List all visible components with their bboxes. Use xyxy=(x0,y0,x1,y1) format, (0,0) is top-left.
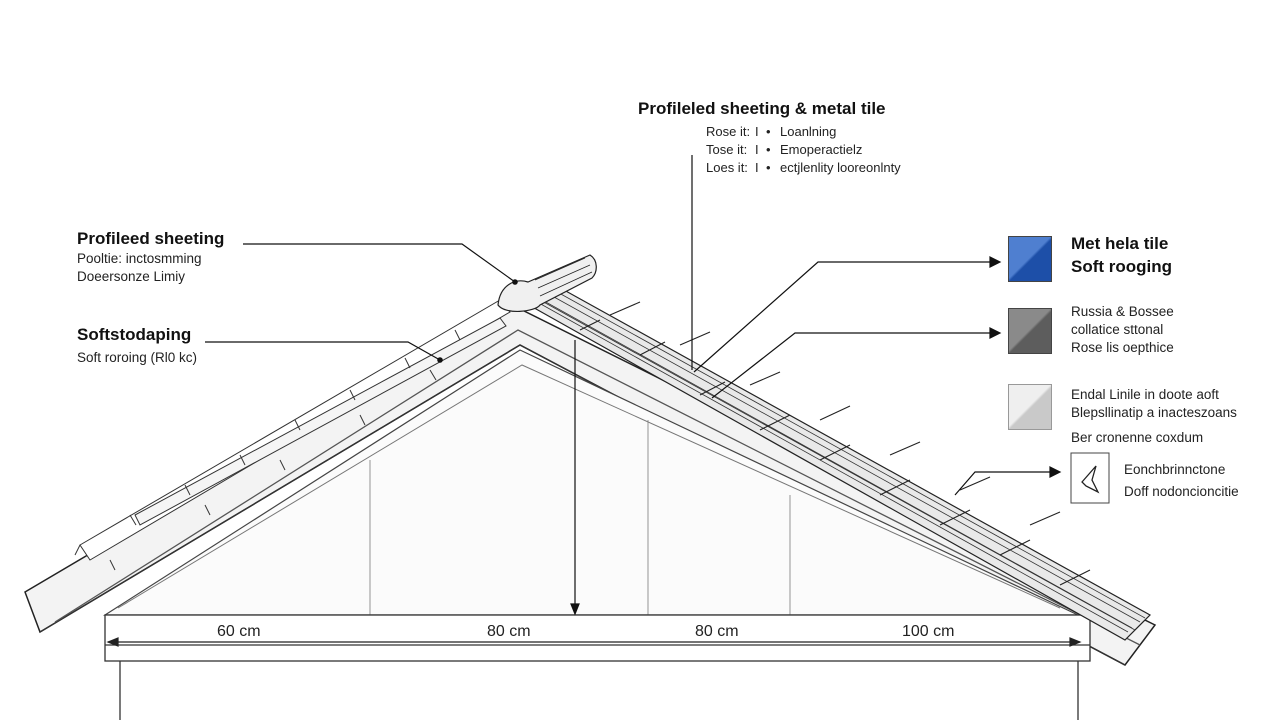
gray-tile-swatch xyxy=(1008,308,1052,354)
left-slope-shingles xyxy=(74,299,511,571)
ridge-cap xyxy=(497,254,597,312)
top-row-2-bar: I xyxy=(755,142,759,157)
top-row-3-text: ectjlenlity looreonlnty xyxy=(780,160,901,175)
legend-2-line-2: collatice sttonal xyxy=(1071,322,1164,337)
top-row-3-key: Loes it: xyxy=(706,160,748,175)
top-row-3-bullet: • xyxy=(766,160,771,175)
legend-2-line-3: Rose lis oepthice xyxy=(1071,340,1174,355)
blue-tile-swatch xyxy=(1008,236,1052,282)
top-row-3-bar: I xyxy=(755,160,759,175)
legend-1-line-2: Soft rooging xyxy=(1071,257,1173,276)
top-row-1-text: Loanlning xyxy=(780,124,837,139)
legend-2-line-1: Russia & Bossee xyxy=(1071,304,1174,319)
dimension-label-2: 80 cm xyxy=(487,623,531,640)
dimension-label-3: 80 cm xyxy=(695,623,739,640)
left-upper-callout-line-2: Doeersonze Limiy xyxy=(77,269,186,284)
legend-3-line-3: Ber cronenne coxdum xyxy=(1071,430,1204,445)
top-row-2-text: Emoperactielz xyxy=(780,142,863,157)
top-row-1-bullet: • xyxy=(766,124,771,139)
legend-4-line-1: Eonchbrinnctone xyxy=(1124,462,1226,477)
dimension-line xyxy=(106,637,1082,647)
legend-1-line-1: Met hela tile xyxy=(1071,234,1169,253)
legend-4-line-2: Doff nodoncioncitie xyxy=(1124,484,1239,499)
top-row-2-bullet: • xyxy=(766,142,771,157)
left-upper-callout-line-1: Pooltie: inctosmming xyxy=(77,251,202,266)
legend-3-line-1: Endal Linile in doote aoft xyxy=(1071,387,1219,402)
right-slope-shingles xyxy=(518,284,1151,641)
dimension-label-4: 100 cm xyxy=(902,623,955,640)
top-row-2-key: Tose it: xyxy=(706,142,748,157)
left-lower-callout-title: Softstodaping xyxy=(77,325,192,344)
leader-lines xyxy=(205,155,1062,616)
top-row-1-bar: I xyxy=(755,124,759,139)
top-row-1-key: Rose it: xyxy=(706,124,751,139)
soft-roof-outline-icon xyxy=(1070,452,1110,504)
gable-structure xyxy=(24,304,1157,720)
left-upper-callout-title: Profileed sheeting xyxy=(77,229,225,248)
left-lower-callout-line-1: Soft roroing (Rl0 kc) xyxy=(77,350,198,365)
top-callout-title: Profileled sheeting & metal tile xyxy=(638,99,886,118)
light-tile-swatch xyxy=(1008,384,1052,430)
legend-3-line-2: Blepsllinatip a inacteszoans xyxy=(1071,405,1237,420)
dimension-label-1: 60 cm xyxy=(217,623,261,640)
